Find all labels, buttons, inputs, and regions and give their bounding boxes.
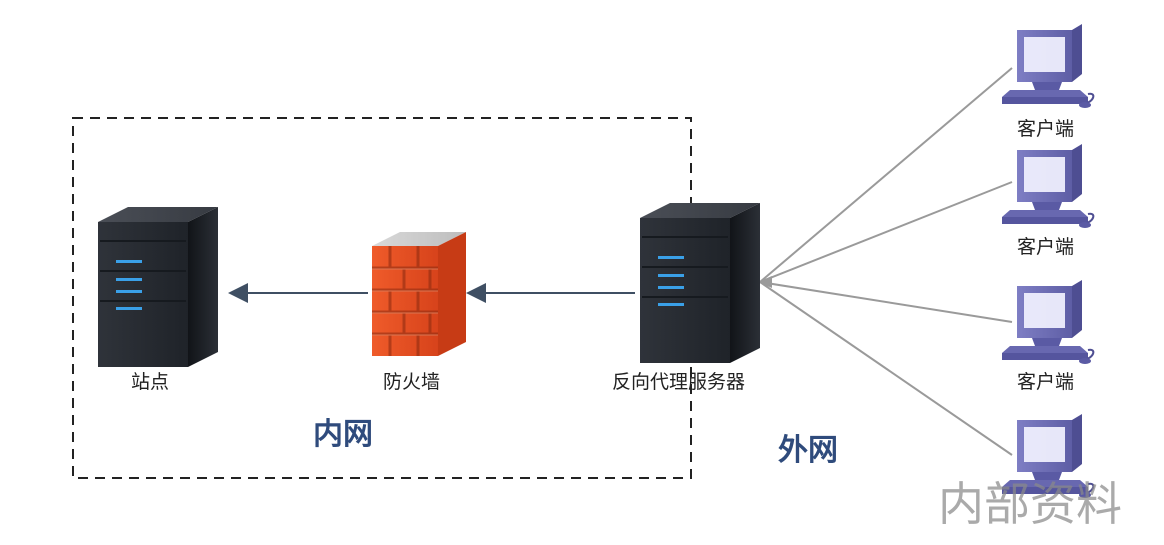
client-link-1 <box>759 67 1013 283</box>
client-link-2 <box>759 181 1013 283</box>
client-computer-icon-1 <box>1001 23 1095 109</box>
client-label-1: 客户端 <box>1017 118 1074 140</box>
internal-network-label: 内网 <box>313 417 373 452</box>
client-link-3 <box>759 281 1013 323</box>
firewall-label: 防火墙 <box>383 371 440 393</box>
client-label-3: 客户端 <box>1017 371 1074 393</box>
reverse-proxy-server-icon <box>640 203 760 363</box>
client-label-2: 客户端 <box>1017 236 1074 258</box>
firewall-icon <box>370 230 468 358</box>
site-server-icon <box>98 207 218 367</box>
client-link-hub-arrow <box>758 276 772 288</box>
internal-network-zone <box>72 117 692 479</box>
site-label: 站点 <box>131 371 169 393</box>
client-computer-icon-2 <box>1001 143 1095 229</box>
external-network-label: 外网 <box>778 433 838 468</box>
client-computer-icon-3 <box>1001 279 1095 365</box>
client-links <box>759 67 1013 456</box>
reverse-proxy-label: 反向代理服务器 <box>612 371 745 393</box>
client-link-4 <box>759 281 1013 456</box>
watermark: 内部资料 <box>938 477 1122 531</box>
